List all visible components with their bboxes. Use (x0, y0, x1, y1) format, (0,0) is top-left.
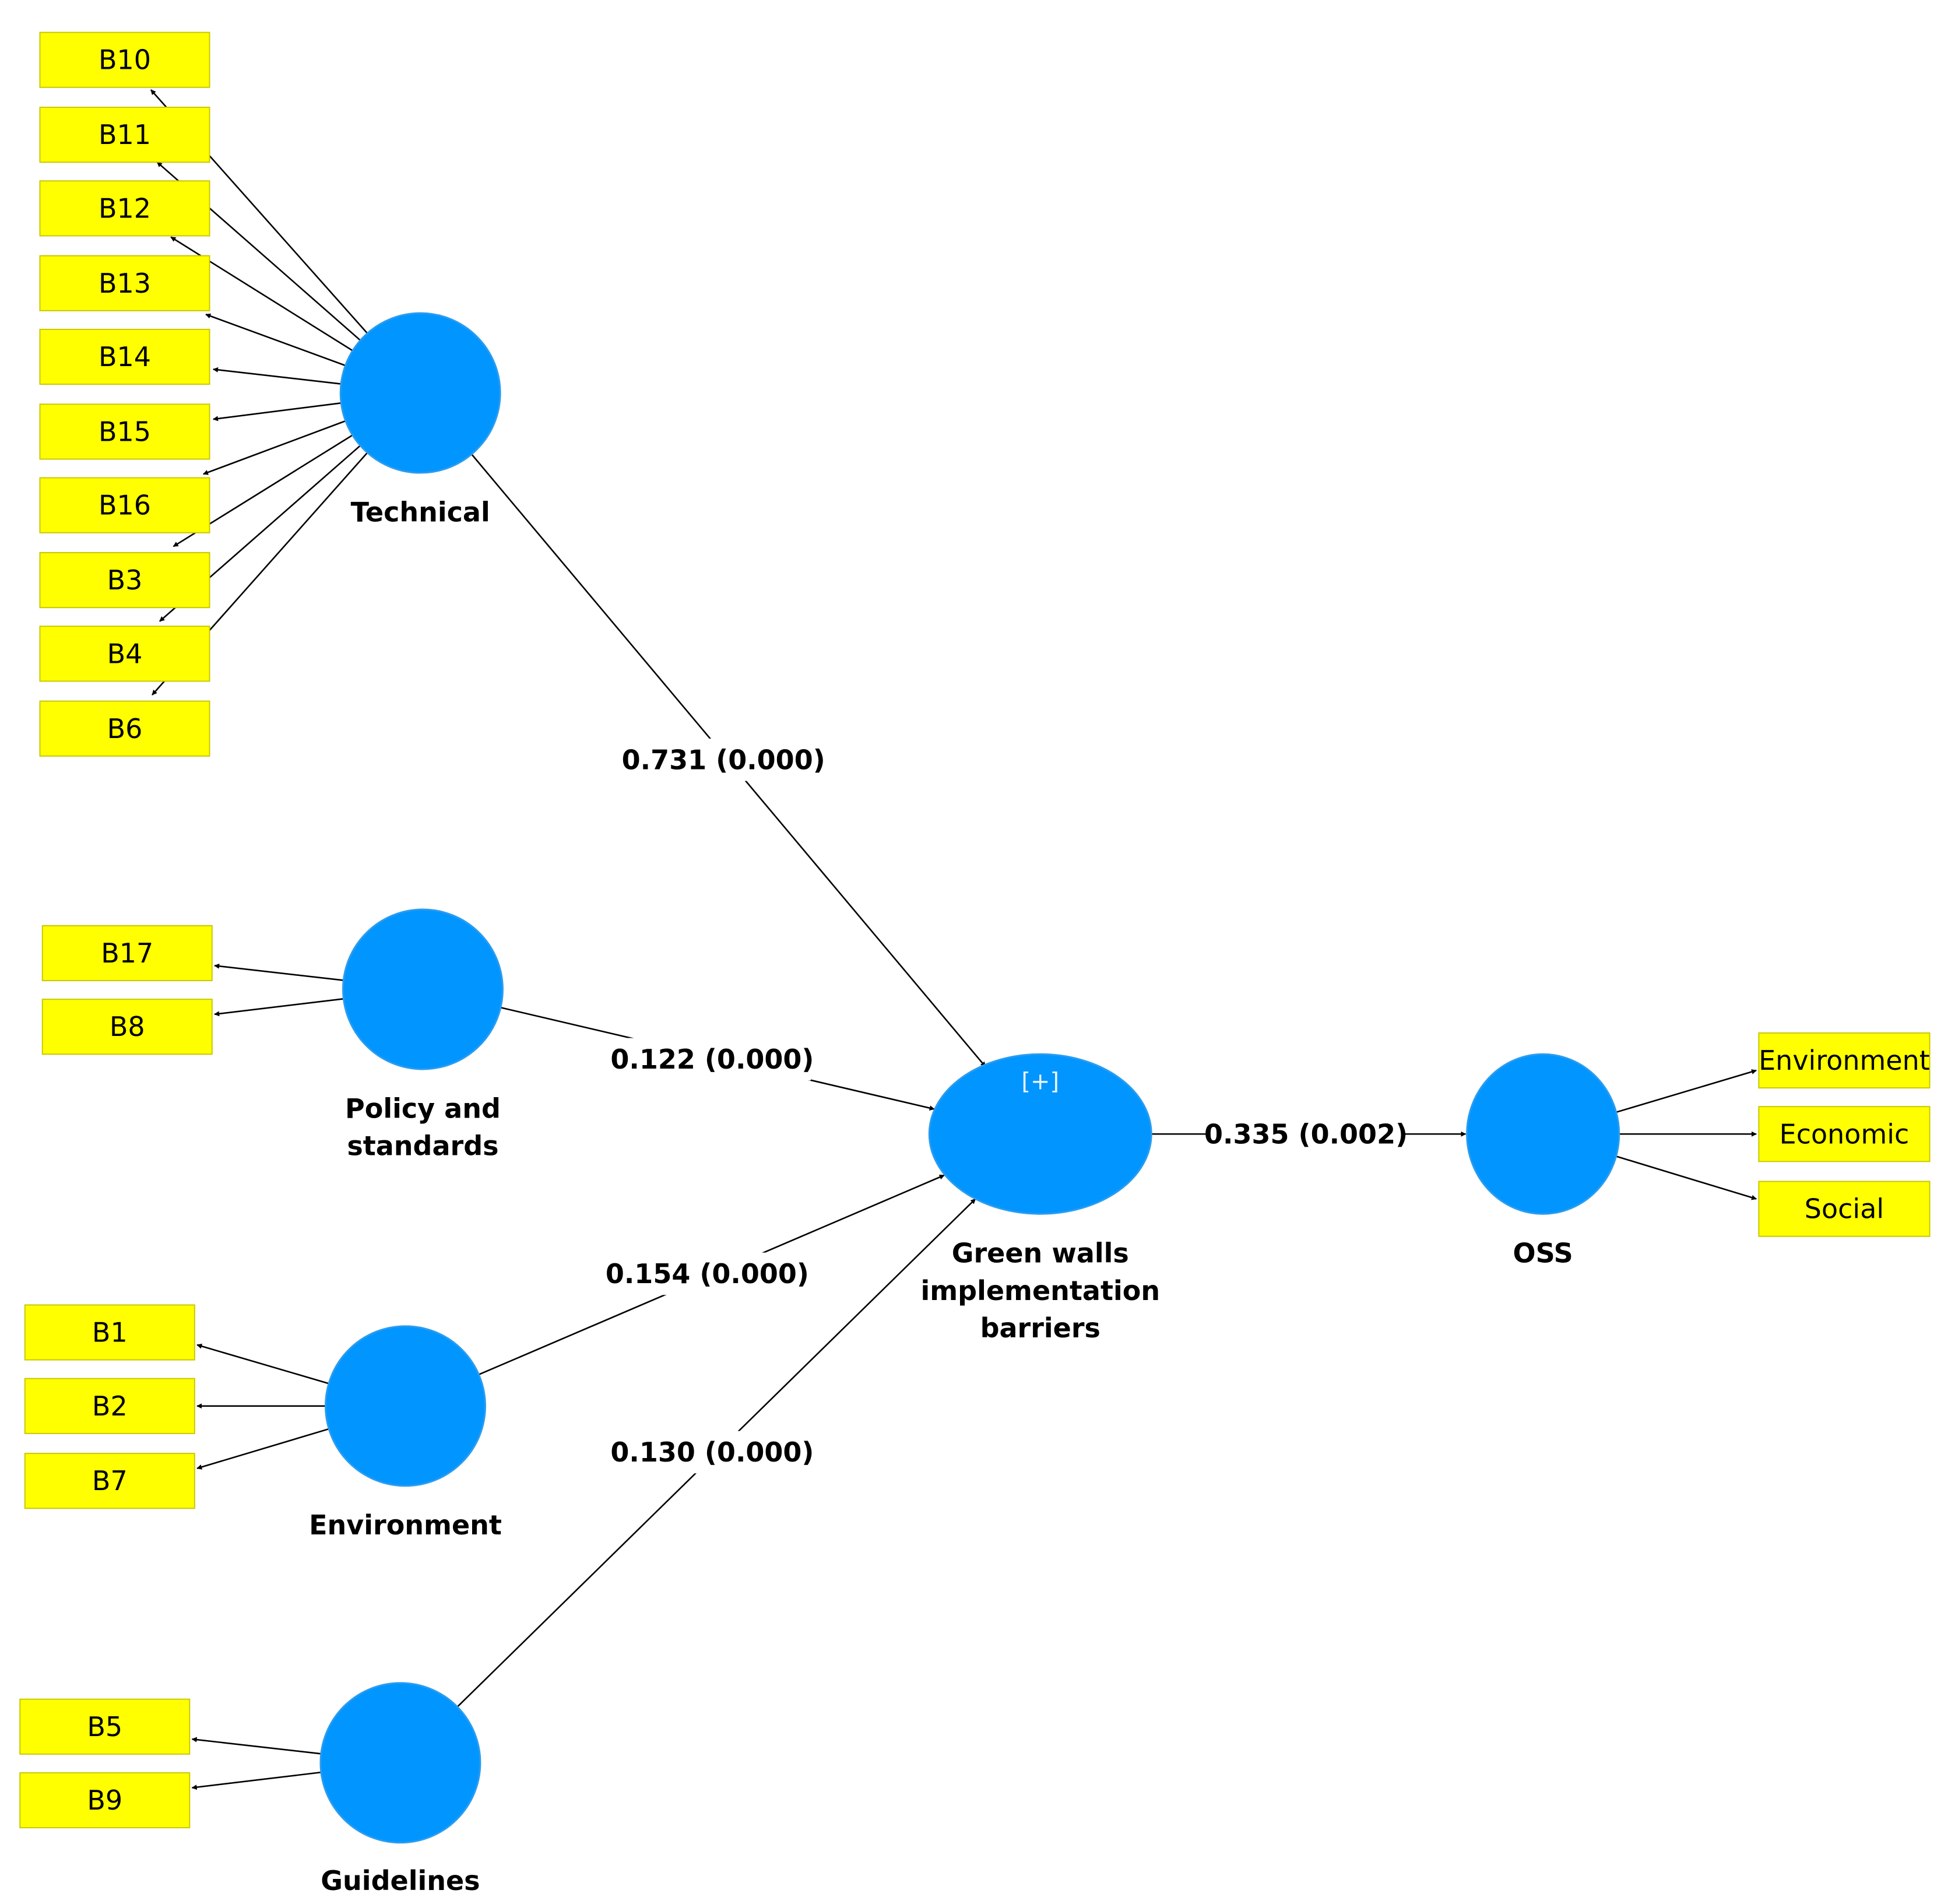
indicator-label: B7 (92, 1465, 128, 1496)
indicator-environment-1[interactable]: B2 (24, 1378, 195, 1434)
indicator-environment-0[interactable]: B1 (24, 1304, 195, 1361)
loading-line-guidelines-1 (191, 1771, 322, 1790)
loading-line-environment-0 (196, 1343, 329, 1385)
loading-line-technical-5 (213, 402, 342, 421)
loading-line-environment-2 (196, 1428, 329, 1470)
indicator-technical-6[interactable]: B16 (39, 477, 210, 533)
loading-line-oss-2 (1616, 1155, 1757, 1200)
indicator-label: B9 (87, 1784, 122, 1816)
loading-line-technical-3 (205, 313, 346, 367)
construct-label: Environment (309, 1509, 502, 1541)
indicator-label: B8 (110, 1011, 145, 1042)
construct-label: standards (347, 1130, 498, 1162)
indicator-label: B4 (107, 638, 143, 669)
indicator-technical-3[interactable]: B13 (39, 255, 210, 311)
indicator-oss-1[interactable]: Economic (1758, 1106, 1931, 1162)
construct-gwib[interactable]: [+] Green walls implementation barriers (920, 1053, 1160, 1344)
coefficient-background (1207, 1112, 1405, 1155)
indicator-technical-7[interactable]: B3 (39, 552, 210, 609)
indicator-label: B11 (99, 119, 151, 150)
construct-guidelines[interactable]: Guidelines (319, 1682, 481, 1896)
indicator-technical-5[interactable]: B15 (39, 403, 210, 460)
coefficient-label: 0.335 (0.002) (1204, 1118, 1408, 1150)
loading-line-policy-0 (214, 963, 344, 981)
construct-label: Green walls (952, 1238, 1129, 1269)
loading-line-guidelines-0 (191, 1737, 322, 1755)
construct-environment[interactable]: Environment (309, 1325, 502, 1541)
indicator-technical-4[interactable]: B14 (39, 328, 210, 385)
coefficient-label: 0.154 (0.000) (606, 1258, 809, 1290)
coefficient-label: 0.122 (0.000) (610, 1044, 814, 1075)
indicator-technical-8[interactable]: B4 (39, 626, 210, 682)
coefficient-background (613, 1431, 811, 1474)
indicator-label: B14 (99, 341, 151, 373)
construct-shape[interactable] (1466, 1053, 1620, 1215)
construct-shape[interactable] (319, 1682, 481, 1844)
indicator-label: B15 (99, 416, 151, 447)
construct-oss[interactable]: OSS (1466, 1053, 1620, 1269)
indicator-label: B5 (87, 1711, 122, 1743)
indicator-label: B1 (92, 1317, 128, 1348)
indicator-policy-0[interactable]: B17 (41, 925, 213, 982)
coefficient-background (609, 1252, 806, 1295)
indicator-label: B12 (99, 192, 151, 224)
loading-line-oss-0 (1616, 1069, 1757, 1113)
expand-icon[interactable]: [+] (1021, 1068, 1059, 1095)
indicator-guidelines-0[interactable]: B5 (19, 1698, 191, 1755)
indicator-oss-0[interactable]: Environment (1758, 1032, 1931, 1089)
indicator-oss-2[interactable]: Social (1758, 1181, 1931, 1237)
coefficient-label: 0.731 (0.000) (622, 744, 825, 775)
indicator-boxes: B10B11B12B13B14B15B16B3B4B6B17B8B1B2B7B5… (19, 31, 1931, 1829)
construct-label: barriers (980, 1312, 1100, 1344)
indicator-technical-9[interactable]: B6 (39, 700, 210, 757)
path-coefficient-labels: 0.731 (0.000) 0.122 (0.000) 0.154 (0.000) 0… (606, 738, 1408, 1474)
indicator-label: B3 (107, 564, 143, 596)
indicator-label: B6 (107, 713, 143, 744)
path-coefficient: 0.335 (0.002) (1204, 1112, 1408, 1155)
construct-technical[interactable]: Technical (339, 312, 501, 528)
coefficient-label: 0.130 (0.000) (610, 1436, 814, 1468)
construct-shape[interactable] (928, 1053, 1152, 1215)
loading-line-technical-4 (213, 367, 342, 385)
indicator-label: Social (1805, 1193, 1884, 1225)
indicator-label: Economic (1780, 1118, 1910, 1150)
construct-label: OSS (1513, 1238, 1573, 1269)
coefficient-background (613, 1038, 811, 1081)
construct-shape[interactable] (342, 908, 504, 1070)
indicator-policy-1[interactable]: B8 (41, 999, 213, 1055)
construct-label: Technical (351, 497, 490, 528)
indicator-label: B2 (92, 1390, 128, 1422)
indicator-label: B13 (99, 268, 151, 299)
path-coefficient: 0.731 (0.000) (622, 738, 825, 781)
indicator-technical-1[interactable]: B11 (39, 107, 210, 163)
indicator-technical-2[interactable]: B12 (39, 180, 210, 237)
path-coefficient: 0.130 (0.000) (610, 1431, 814, 1474)
construct-label: implementation (920, 1275, 1160, 1306)
construct-policy[interactable]: Policy and standards (342, 908, 504, 1162)
construct-label: Policy and (345, 1092, 501, 1124)
indicator-environment-2[interactable]: B7 (24, 1453, 195, 1509)
loading-line-technical-6 (202, 420, 346, 475)
indicator-guidelines-1[interactable]: B9 (19, 1772, 191, 1829)
construct-label: Guidelines (321, 1865, 480, 1896)
indicator-label: B17 (101, 937, 153, 969)
path-coefficient: 0.122 (0.000) (610, 1038, 814, 1081)
construct-shape[interactable] (339, 312, 501, 474)
indicator-label: B10 (99, 44, 151, 76)
construct-shape[interactable] (325, 1325, 486, 1487)
indicator-technical-0[interactable]: B10 (39, 31, 210, 88)
path-coefficient: 0.154 (0.000) (606, 1252, 809, 1295)
indicator-label: Environment (1759, 1045, 1930, 1076)
indicator-label: B16 (99, 490, 151, 521)
coefficient-background (625, 738, 822, 781)
loading-line-policy-1 (214, 998, 344, 1017)
